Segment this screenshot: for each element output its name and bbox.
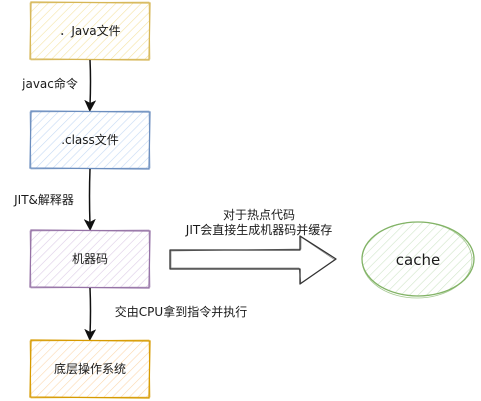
class-file-label: .class文件 [61,132,119,147]
class-file-node: .class文件 [29,110,151,170]
cpu-edge-label: 交由CPU拿到指令并执行 [115,304,247,319]
javac-edge-label: javac命令 [21,76,78,91]
machine-code-node: 机器码 [29,229,151,289]
jit-edge-label: JIT&解释器 [13,193,74,207]
os-label: 底层操作系统 [54,361,126,376]
machine-code-label: 机器码 [72,252,108,266]
javac-arrow [84,59,97,112]
java-file-label: ．Java文件 [59,23,120,38]
cache-node: cache [361,221,475,299]
java-file-node: ．Java文件 [29,1,151,61]
cpu-arrow [84,287,97,341]
hotspot-cache-arrow [169,235,337,285]
os-node: 底层操作系统 [29,339,151,399]
hotspot-annotation-line2: JIT会直接生成机器码并缓存 [185,222,332,237]
cache-label: cache [396,251,440,269]
jit-arrow [83,168,96,231]
hotspot-annotation-line1: 对于热点代码 [223,208,295,222]
